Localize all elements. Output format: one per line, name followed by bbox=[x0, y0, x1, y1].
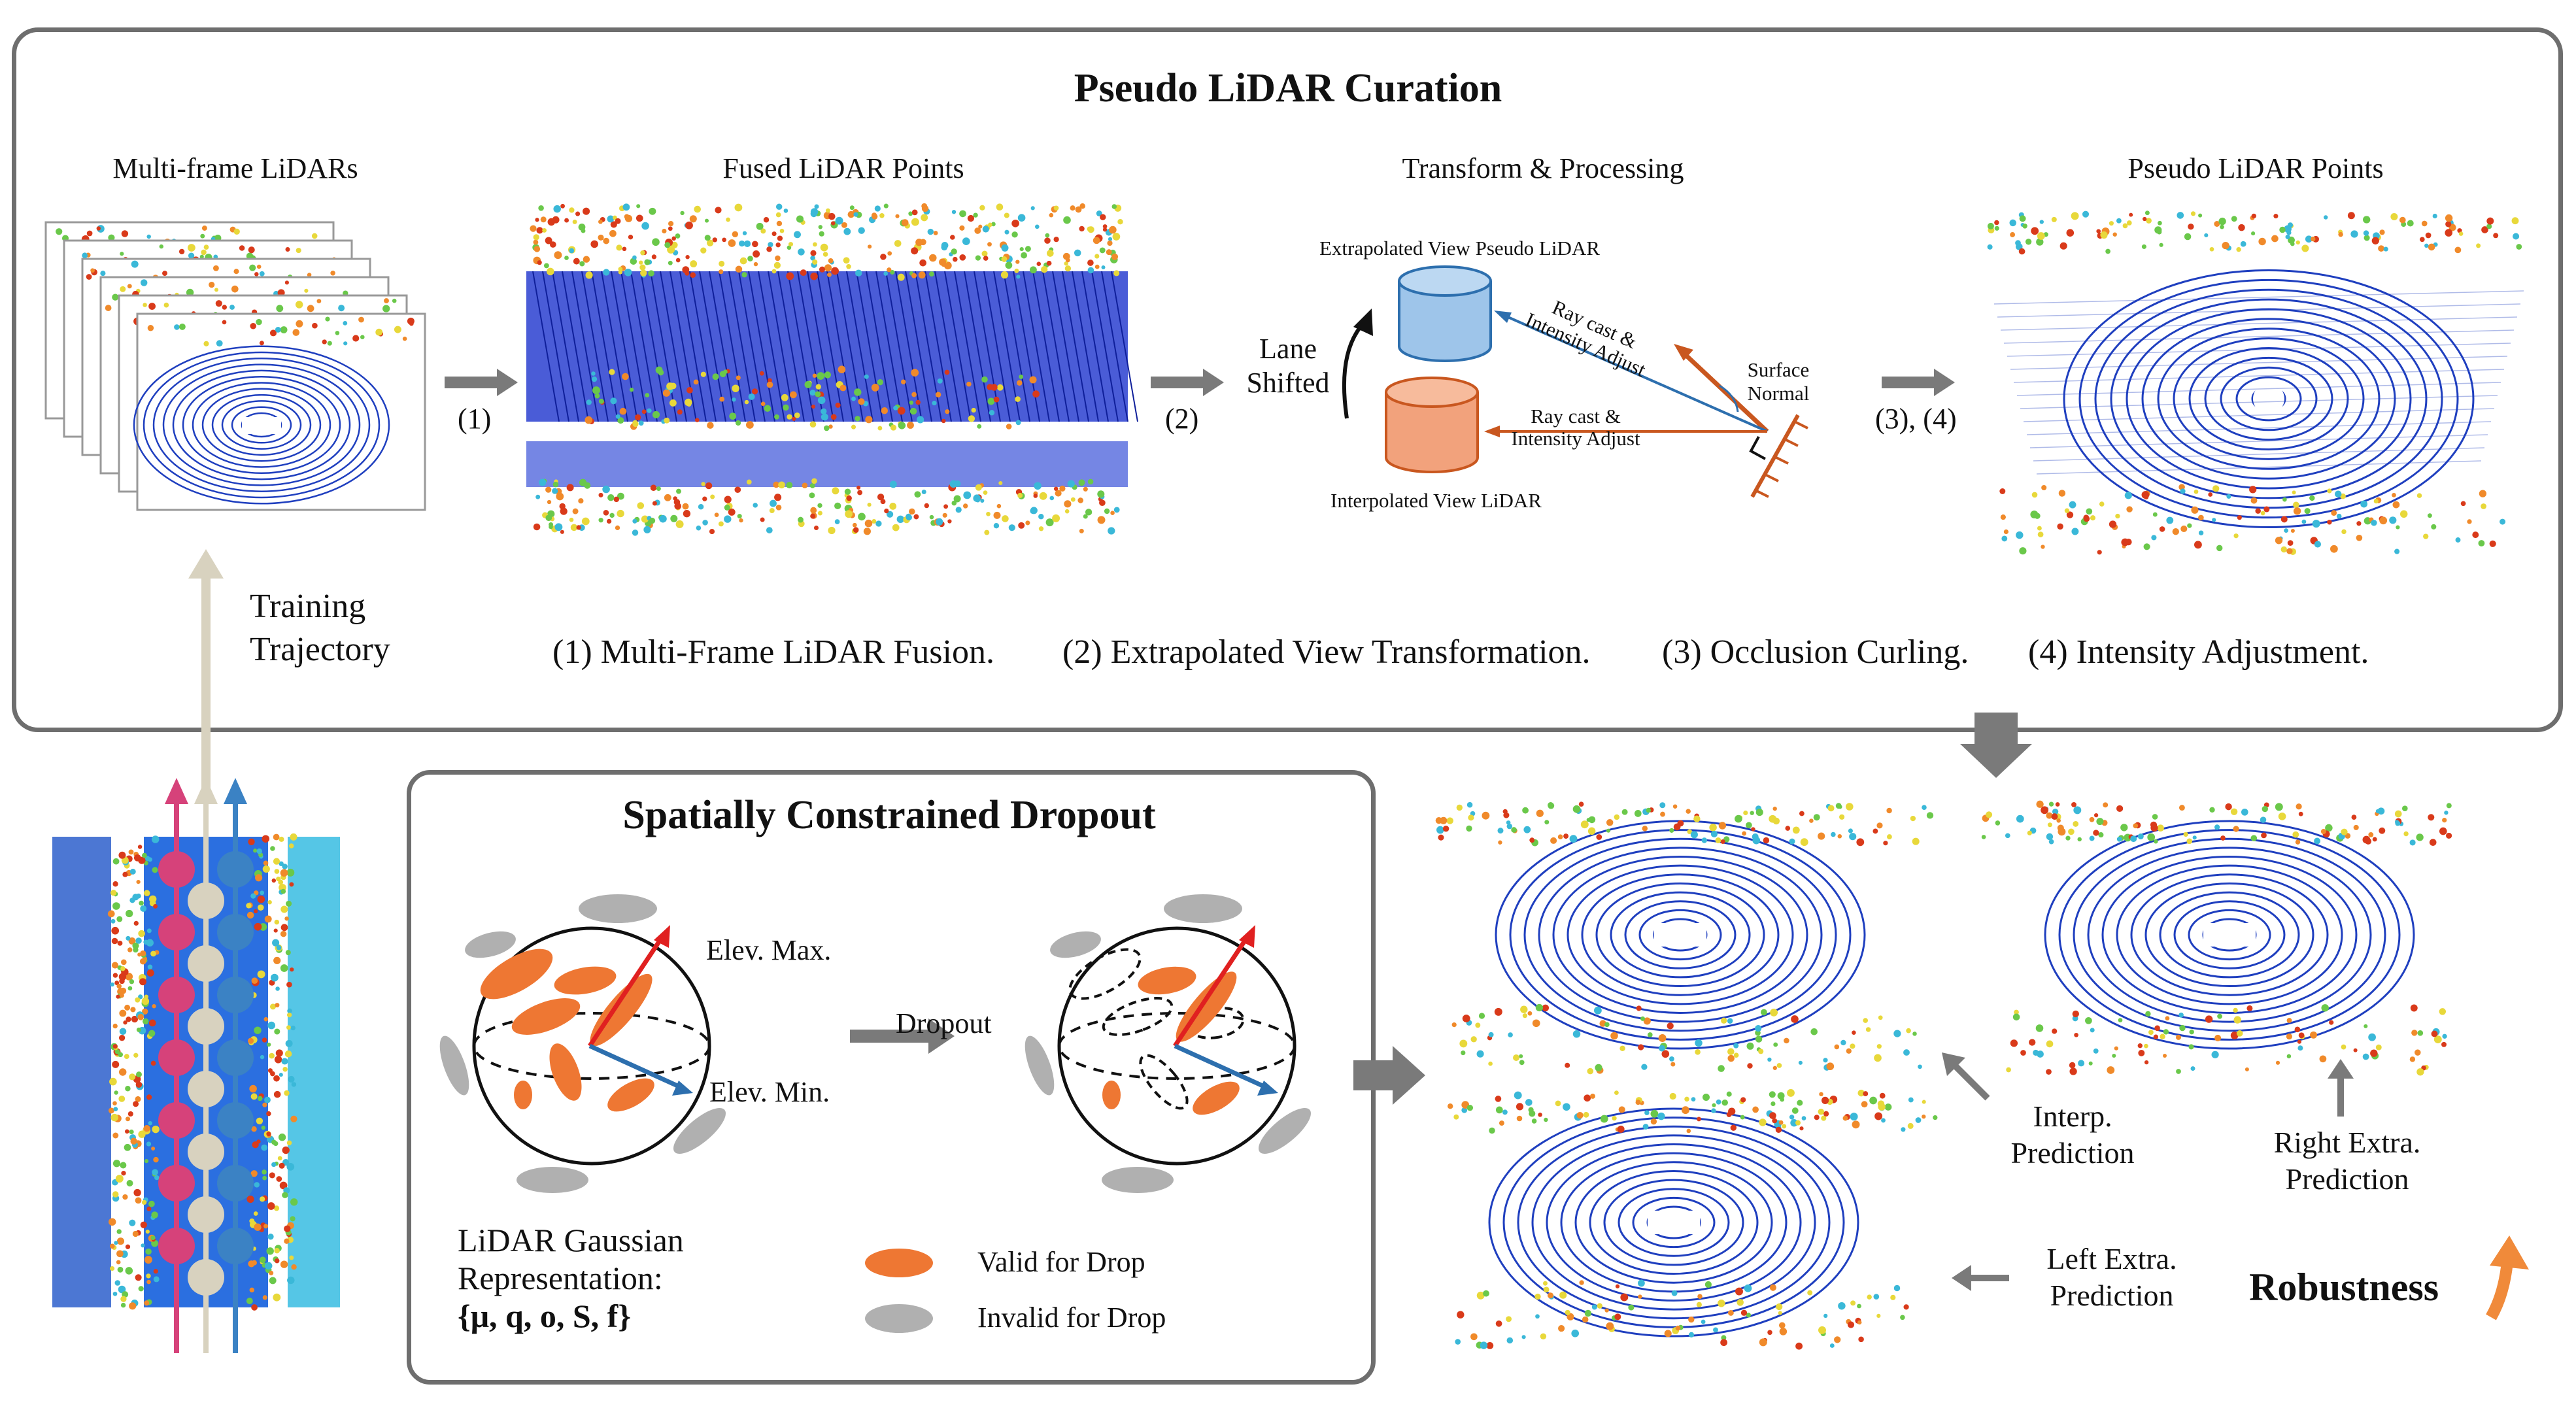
curation-output-arrow bbox=[1960, 713, 2032, 778]
step34-arrow bbox=[1882, 369, 1955, 396]
interpolated-cylinder bbox=[1385, 377, 1479, 473]
invalid-drop-swatch bbox=[865, 1304, 933, 1333]
legend-valid-label: Valid for Drop bbox=[977, 1246, 1145, 1278]
elev-min-label: Elev. Min. bbox=[709, 1076, 830, 1108]
valid-drop-swatch bbox=[865, 1249, 933, 1277]
step1-arrow bbox=[445, 369, 518, 396]
raycast-lower-label: Ray cast & Intensity Adjust bbox=[1511, 405, 1640, 450]
interp-pointer-arrow bbox=[1942, 1052, 1990, 1101]
fused-lidar-points-image bbox=[526, 203, 1138, 536]
right-extra-pointer-arrow bbox=[2328, 1059, 2354, 1117]
dropout-arrow-label: Dropout bbox=[896, 1007, 992, 1039]
right-extra-prediction-image bbox=[1981, 800, 2452, 1076]
surface-normal-label: Surface Normal bbox=[1747, 358, 1810, 405]
surface-normal-arrow bbox=[1682, 351, 1769, 433]
gaussian-sphere-after bbox=[1025, 894, 1312, 1193]
extrapolated-view-label: Extrapolated View Pseudo LiDAR bbox=[1319, 237, 1600, 260]
training-trajectory-label: Training Trajectory bbox=[250, 588, 390, 668]
step1-marker: (1) bbox=[458, 403, 492, 435]
dropout-spheres bbox=[439, 894, 1312, 1193]
extrapolated-cylinder bbox=[1398, 265, 1492, 362]
right-extra-prediction-label: Right Extra. Prediction bbox=[2273, 1126, 2421, 1196]
pseudo-lidar-points-image bbox=[1987, 210, 2524, 556]
multi-frame-lidar-stack bbox=[44, 221, 426, 511]
step-4-text: (4) Intensity Adjustment. bbox=[2028, 633, 2369, 671]
gaussian-representation-label: LiDAR Gaussian Representation: {μ, q, o,… bbox=[458, 1222, 684, 1334]
lane-shifted-label: Lane Shifted bbox=[1246, 333, 1330, 399]
extrapolated-ray bbox=[1500, 312, 1768, 433]
left-extra-prediction-image bbox=[1448, 1088, 1938, 1350]
left-extra-prediction-label: Left Extra. Prediction bbox=[2046, 1242, 2177, 1312]
training-trajectory-bev bbox=[52, 549, 340, 1353]
step-1-text: (1) Multi-Frame LiDAR Fusion. bbox=[552, 633, 994, 671]
lane-shift-arrow bbox=[1342, 322, 1365, 419]
step2-marker: (2) bbox=[1165, 403, 1199, 435]
step2-arrow bbox=[1151, 369, 1224, 396]
left-extra-pointer-arrow bbox=[1952, 1265, 2009, 1291]
pseudo-lidar-points-title: Pseudo LiDAR Points bbox=[2127, 152, 2384, 184]
step-2-text: (2) Extrapolated View Transformation. bbox=[1062, 633, 1591, 671]
gaussian-sphere-before bbox=[439, 894, 726, 1193]
interp-prediction-image bbox=[1435, 801, 1934, 1075]
step34-marker: (3), (4) bbox=[1875, 403, 1957, 435]
step-3-text: (3) Occlusion Curling. bbox=[1662, 633, 1969, 671]
pseudo-lidar-curation-title: Pseudo LiDAR Curation bbox=[1074, 66, 1502, 110]
transform-processing-title: Transform & Processing bbox=[1402, 152, 1684, 184]
interpolated-view-label: Interpolated View LiDAR bbox=[1330, 489, 1542, 512]
dropout-legend-swatches bbox=[865, 1249, 933, 1333]
legend-invalid-label: Invalid for Drop bbox=[977, 1302, 1166, 1334]
elev-max-label: Elev. Max. bbox=[706, 934, 832, 966]
reflecting-surface bbox=[1750, 414, 1808, 498]
transform-diagram bbox=[1342, 265, 1808, 498]
pseudo-lidar-curation-panel bbox=[12, 27, 2563, 732]
dropout-to-prediction-arrow bbox=[1353, 1046, 1425, 1105]
dropout-title: Spatially Constrained Dropout bbox=[622, 793, 1156, 837]
interp-prediction-label: Interp. Prediction bbox=[2010, 1100, 2135, 1169]
fused-lidar-points-title: Fused LiDAR Points bbox=[722, 152, 964, 184]
robustness-up-arrow bbox=[2486, 1236, 2529, 1320]
robustness-label: Robustness bbox=[2249, 1266, 2439, 1309]
multi-frame-lidars-title: Multi-frame LiDARs bbox=[112, 152, 358, 184]
